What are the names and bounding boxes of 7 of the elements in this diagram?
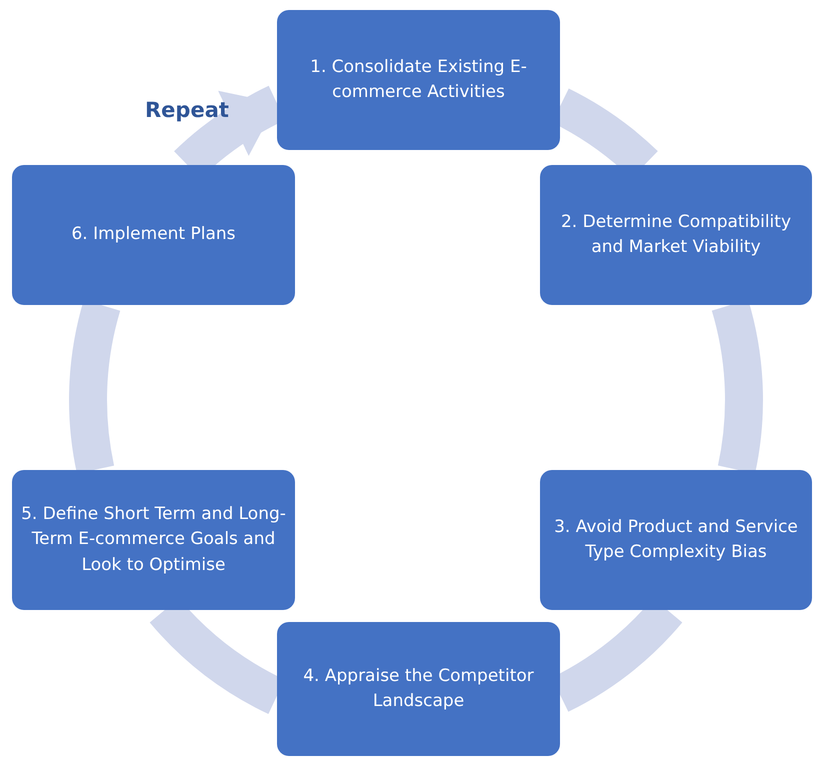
step-box: 4. Appraise the Competitor Landscape [277,622,560,756]
step-box: 1. Consolidate Existing E-commerce Activities [277,10,560,150]
step-box: 3. Avoid Product and Service Type Complexity Bias [540,470,812,610]
step-box: 6. Implement Plans [12,165,295,305]
step-box: 5. Define Short Term and Long-Term E-commerce Goals and Look to Optimise [12,470,295,610]
step-box: 2. Determine Compatibility and Market Viability [540,165,812,305]
edge-label: Repeat [145,97,229,124]
